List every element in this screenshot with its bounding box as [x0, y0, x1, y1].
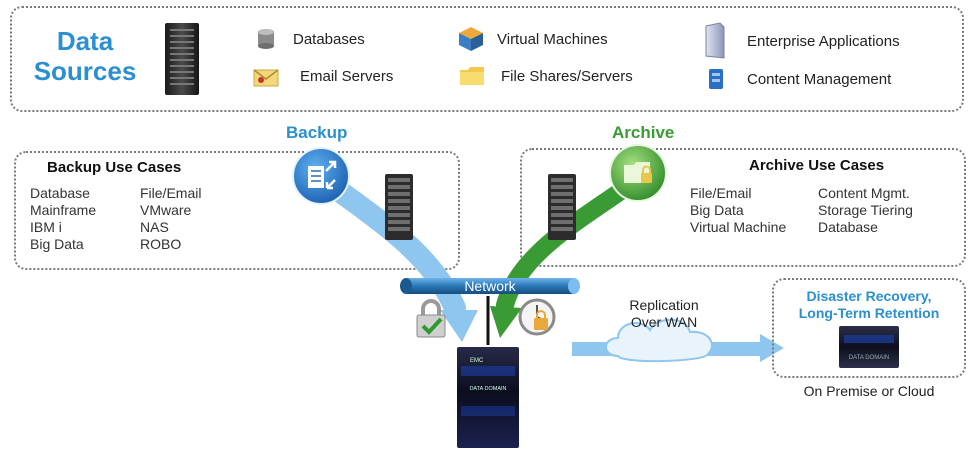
data-source-email-servers: Email Servers: [300, 68, 394, 85]
cloud-icon: [598, 312, 724, 366]
list-item: Big Data: [690, 202, 744, 218]
data-source-file-shares: File Shares/Servers: [501, 68, 633, 85]
network-pipe: [400, 276, 580, 296]
clock-lock-icon: [517, 297, 557, 337]
list-item: Virtual Machine: [690, 219, 787, 235]
disaster-recovery-line1: Disaster Recovery,: [806, 288, 932, 304]
list-item: File/Email: [690, 185, 752, 201]
archive-arrowhead: [490, 306, 522, 338]
archive-use-cases-col2: Content Mgmt. Storage Tiering Database: [818, 185, 913, 236]
data-sources-title: Data Sources: [30, 26, 140, 86]
data-source-content-management: Content Management: [747, 71, 892, 88]
dr-appliance-icon: DATA DOMAIN: [838, 325, 900, 369]
data-sources-title-line1: Data: [56, 26, 114, 56]
disaster-recovery-box: [772, 278, 966, 378]
list-item: Database: [30, 185, 90, 201]
backup-use-cases-box: [14, 151, 460, 270]
data-sources-title-line2: Sources: [33, 56, 137, 86]
virtual-machine-icon: [457, 25, 485, 58]
backup-flow-label: Backup: [286, 123, 348, 142]
list-item: ROBO: [140, 236, 182, 252]
backup-server-icon: [384, 173, 414, 241]
appliance-model: DATA DOMAIN: [469, 386, 506, 392]
database-icon: [256, 28, 276, 55]
data-source-enterprise-applications: Enterprise Applications: [747, 33, 900, 50]
disaster-recovery-title: Disaster Recovery, Long-Term Retention: [772, 288, 966, 322]
list-item: File/Email: [140, 185, 202, 201]
list-item: NAS: [140, 219, 169, 235]
archive-server-icon: [547, 173, 577, 241]
data-sources-box: [10, 6, 964, 112]
archive-use-cases-col1: File/Email Big Data Virtual Machine: [690, 185, 786, 236]
email-icon: [253, 69, 279, 92]
folder-icon: [459, 66, 485, 91]
backup-icon: [291, 146, 351, 206]
replication-label: Replication Over WAN: [614, 297, 714, 331]
data-source-virtual-machines: Virtual Machines: [497, 31, 608, 48]
network-label: Network: [464, 278, 516, 294]
appliance-brand: EMC: [470, 358, 484, 364]
enterprise-app-icon: [703, 22, 727, 65]
list-item: VMware: [140, 202, 192, 218]
archive-flow-label: Archive: [612, 123, 675, 142]
replication-line2: Over WAN: [630, 314, 698, 330]
archive-use-cases-title: Archive Use Cases: [749, 157, 885, 174]
server-tower-icon: [163, 21, 201, 97]
list-item: Storage Tiering: [818, 202, 913, 218]
data-source-databases: Databases: [293, 31, 365, 48]
archive-use-cases-box: [520, 148, 966, 267]
backup-use-cases-col1: Database Mainframe IBM i Big Data: [30, 185, 96, 253]
list-item: Mainframe: [30, 202, 97, 218]
list-item: Content Mgmt.: [818, 185, 910, 201]
list-item: Big Data: [30, 236, 84, 252]
disaster-recovery-line2: Long-Term Retention: [798, 305, 940, 321]
replication-line1: Replication: [629, 297, 699, 313]
backup-arrowhead: [440, 310, 478, 342]
archive-icon: [608, 143, 668, 203]
dr-appliance-model: DATA DOMAIN: [849, 355, 889, 361]
dr-location-label: On Premise or Cloud: [803, 383, 935, 399]
list-item: Database: [818, 219, 878, 235]
content-management-icon: [707, 67, 725, 96]
data-domain-appliance: EMC DATA DOMAIN: [456, 346, 520, 448]
padlock-check-icon: [414, 299, 448, 339]
backup-use-cases-title: Backup Use Cases: [47, 159, 182, 176]
backup-use-cases-col2: File/Email VMware NAS ROBO: [140, 185, 201, 253]
list-item: IBM i: [30, 219, 62, 235]
